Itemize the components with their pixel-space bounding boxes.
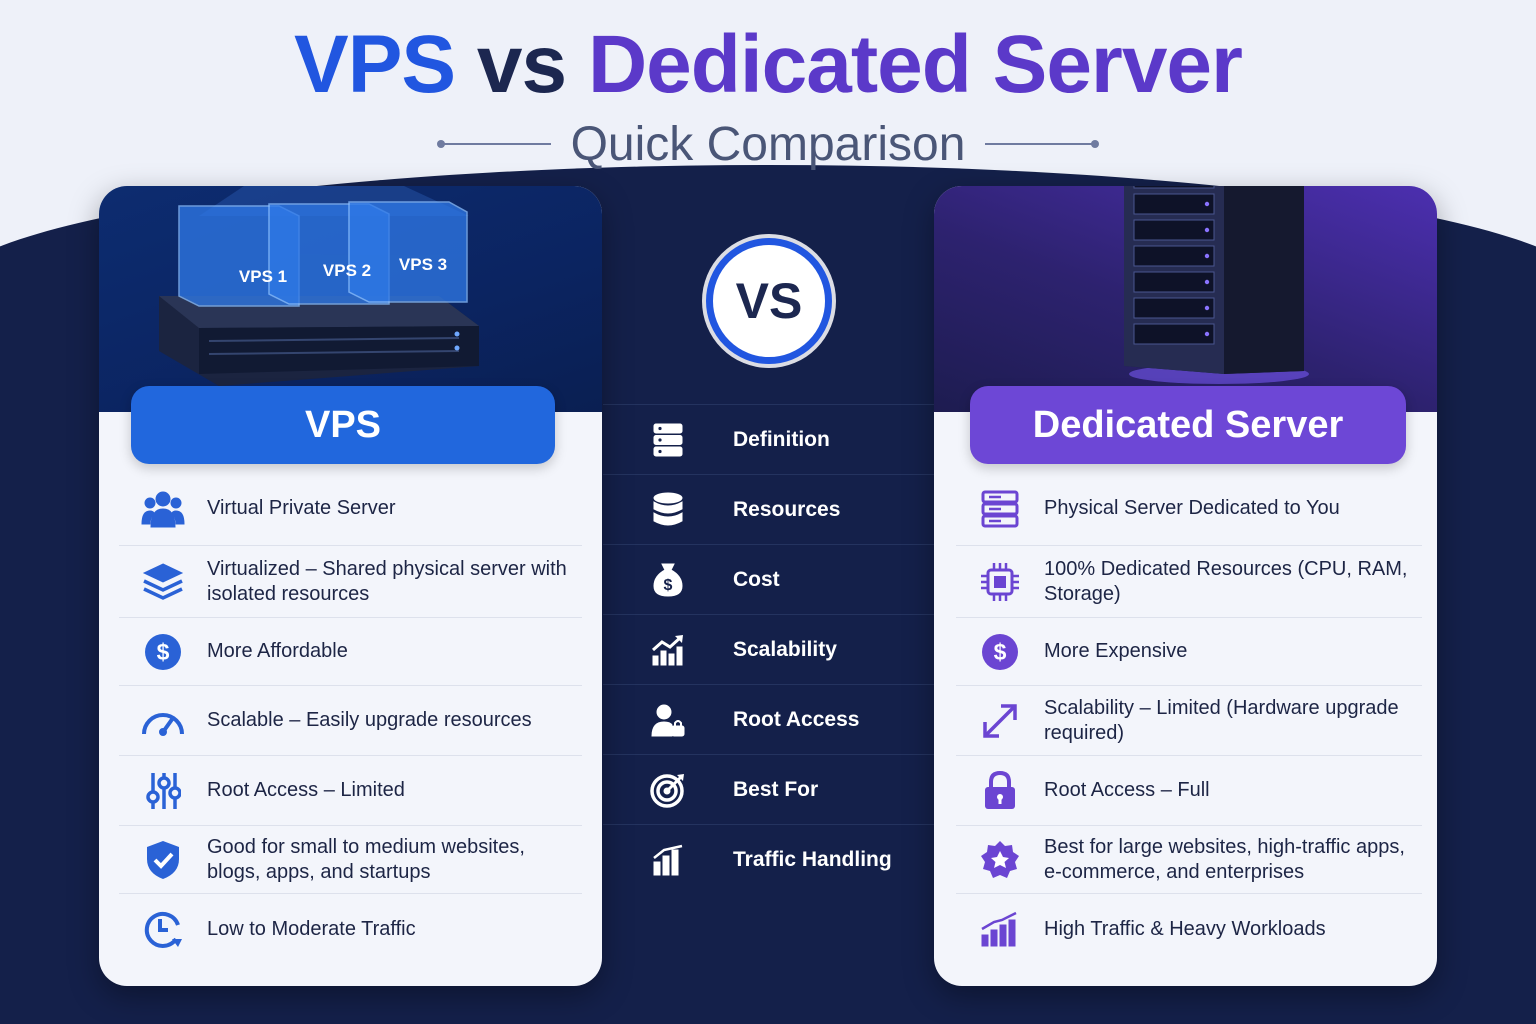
svg-text:$: $ — [994, 639, 1007, 665]
title-vps: VPS — [294, 19, 456, 110]
rising-bars-icon — [956, 911, 1044, 947]
svg-text:$: $ — [664, 577, 673, 594]
vps-card: VPS 1 VPS 2 VPS 3 VPS Virtual Private Se… — [99, 186, 602, 986]
criteria-label: Scalability — [733, 637, 837, 661]
vps-row-text: Root Access – Limited — [207, 779, 405, 801]
vps-row-cost: $ More Affordable — [119, 618, 582, 686]
vps-row-definition: Virtual Private Server — [119, 472, 582, 546]
vps-hero: VPS 1 VPS 2 VPS 3 — [99, 186, 602, 412]
users-icon — [119, 490, 207, 528]
criteria-row-cost: $ Cost — [603, 544, 934, 614]
dollar-icon: $ — [119, 633, 207, 671]
vps-row-text: Good for small to medium websites, blogs… — [207, 835, 525, 883]
vps-row-text: Scalable – Easily upgrade resources — [207, 709, 532, 731]
vps-row-traffic: Low to Moderate Traffic — [119, 894, 582, 964]
vps-cube-label: VPS 2 — [323, 261, 371, 280]
dedicated-row-root-access: Root Access – Full — [956, 756, 1422, 826]
dedicated-row-traffic: High Traffic & Heavy Workloads — [956, 894, 1422, 964]
subtitle-divider-left — [436, 140, 551, 148]
dedicated-feature-list: Physical Server Dedicated to You 100% De… — [956, 472, 1422, 964]
subtitle-row: Quick Comparison — [0, 112, 1536, 176]
criteria-label: Traffic Handling — [733, 847, 892, 871]
vps-cube-label: VPS 1 — [239, 267, 287, 286]
dedicated-row-cost: $ More Expensive — [956, 618, 1422, 686]
vps-row-resources: Virtualized – Shared physical server wit… — [119, 546, 582, 618]
dedicated-row-text: High Traffic & Heavy Workloads — [1044, 917, 1326, 940]
vps-card-header: VPS — [131, 386, 555, 464]
vps-feature-list: Virtual Private Server Virtualized – Sha… — [119, 472, 582, 964]
dedicated-row-resources: 100% Dedicated Resources (CPU, RAM, Stor… — [956, 546, 1422, 618]
dedicated-card: Dedicated Server Physical Server Dedicat… — [934, 186, 1437, 986]
server-rack-icon — [956, 490, 1044, 528]
clock-icon — [119, 909, 207, 949]
subtitle-divider-right — [985, 140, 1100, 148]
page-subtitle: Quick Comparison — [570, 117, 966, 171]
dedicated-row-text: Best for large websites, high-traffic ap… — [1044, 835, 1405, 883]
criteria-label: Definition — [733, 427, 830, 451]
criteria-label: Root Access — [733, 707, 860, 731]
server-icon — [603, 423, 733, 457]
money-bag-icon: $ — [603, 562, 733, 598]
vps-row-text: Virtualized – Shared physical server wit… — [207, 557, 567, 605]
shield-check-icon — [119, 839, 207, 881]
criteria-list: Definition Resources $ Cost Scalability … — [603, 404, 934, 894]
criteria-row-definition: Definition — [603, 404, 934, 474]
dedicated-row-scalability: Scalability – Limited (Hardware upgrade … — [956, 686, 1422, 756]
layers-icon — [119, 562, 207, 602]
target-icon — [603, 772, 733, 808]
dedicated-row-text: More Expensive — [1044, 640, 1188, 662]
criteria-row-resources: Resources — [603, 474, 934, 544]
criteria-row-traffic: Traffic Handling — [603, 824, 934, 894]
dedicated-row-text: Physical Server Dedicated to You — [1044, 497, 1340, 519]
lock-icon — [956, 770, 1044, 811]
dedicated-row-text: Scalability – Limited (Hardware upgrade … — [1044, 696, 1399, 744]
dedicated-row-text: 100% Dedicated Resources (CPU, RAM, Stor… — [1044, 557, 1408, 605]
vs-badge: VS — [706, 238, 832, 364]
criteria-label: Best For — [733, 777, 819, 801]
growth-chart-icon — [603, 634, 733, 666]
vps-row-scalability: Scalable – Easily upgrade resources — [119, 686, 582, 756]
vps-cube-label: VPS 3 — [399, 255, 447, 274]
dedicated-card-header: Dedicated Server — [970, 386, 1406, 464]
bar-chart-icon — [603, 844, 733, 876]
criteria-row-root-access: Root Access — [603, 684, 934, 754]
dedicated-row-best-for: Best for large websites, high-traffic ap… — [956, 826, 1422, 894]
page-title: VPS vs Dedicated Server — [0, 18, 1536, 112]
dedicated-server-illustration — [1124, 186, 1309, 384]
sliders-icon — [119, 771, 207, 811]
svg-text:$: $ — [157, 639, 170, 665]
database-icon — [603, 492, 733, 528]
vps-row-text: Virtual Private Server — [207, 497, 396, 519]
dedicated-row-definition: Physical Server Dedicated to You — [956, 472, 1422, 546]
title-dedicated: Dedicated Server — [587, 19, 1243, 110]
vps-illustration: VPS 1 VPS 2 VPS 3 — [159, 186, 479, 386]
vps-row-text: Low to Moderate Traffic — [207, 917, 416, 940]
user-lock-icon — [603, 703, 733, 737]
gauge-icon — [119, 704, 207, 738]
expand-arrows-icon — [956, 702, 1044, 740]
star-badge-icon — [956, 840, 1044, 880]
title-vs: vs — [476, 19, 567, 110]
cpu-icon — [956, 561, 1044, 603]
dollar-icon: $ — [956, 633, 1044, 671]
criteria-row-best-for: Best For — [603, 754, 934, 824]
vps-row-best-for: Good for small to medium websites, blogs… — [119, 826, 582, 894]
criteria-label: Resources — [733, 497, 841, 521]
dedicated-row-text: Root Access – Full — [1044, 779, 1210, 801]
vps-row-root-access: Root Access – Limited — [119, 756, 582, 826]
criteria-label: Cost — [733, 567, 780, 591]
criteria-row-scalability: Scalability — [603, 614, 934, 684]
vps-row-text: More Affordable — [207, 640, 348, 662]
dedicated-hero — [934, 186, 1437, 412]
